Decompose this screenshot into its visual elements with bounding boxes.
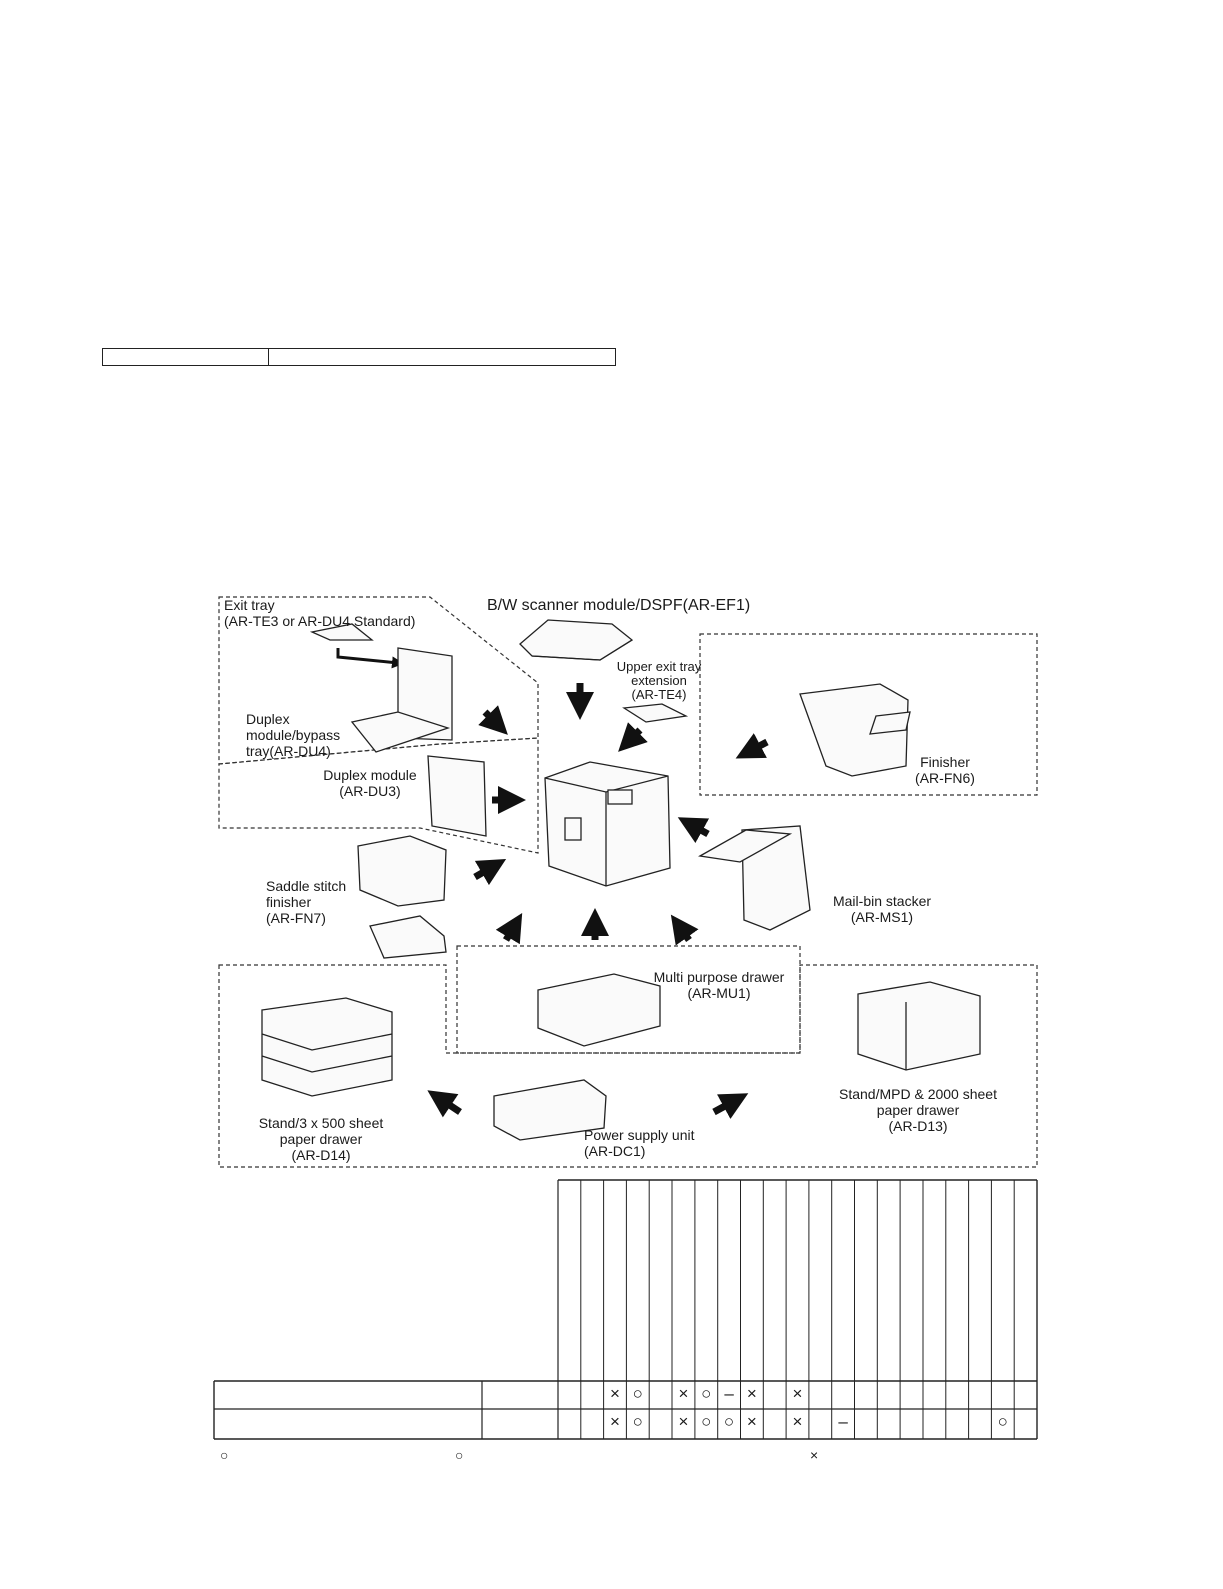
matrix-cell: × (678, 1384, 689, 1403)
region-finisher (699, 633, 1038, 796)
multi-drawer-sketch (537, 973, 661, 1047)
matrix-cell: × (610, 1412, 620, 1431)
arrow-finisher (735, 733, 769, 759)
region-bottom (218, 964, 1038, 1168)
matrix-cell: × (746, 1384, 757, 1403)
label-stand3: Stand/3 x 500 sheet paper drawer (AR-D14… (258, 1115, 384, 1163)
arrow-mailbin (677, 817, 710, 844)
arrow-duplex-bypass (478, 705, 508, 735)
upper-exit-tray-sketch (622, 703, 689, 723)
matrix-cell: × (746, 1412, 757, 1431)
matrix-cell: – (724, 1384, 734, 1403)
matrix-cell: × (792, 1384, 803, 1403)
header-table-divider (268, 349, 269, 365)
matrix-cell: ○ (632, 1384, 643, 1403)
matrix-cell: – (838, 1412, 848, 1431)
compat-matrix-grid (213, 1179, 1038, 1440)
arrow-drawer-left (495, 912, 523, 945)
header-table (102, 348, 616, 366)
label-stand-mpd: Stand/MPD & 2000 sheet paper drawer (AR-… (839, 1086, 997, 1134)
exit-tray-sketch (309, 623, 374, 641)
scanner-sketch (519, 619, 634, 661)
legend-symbol-2: ○ (455, 1447, 464, 1463)
matrix-cell: × (792, 1412, 803, 1431)
label-upper-exit-tray: Upper exit tray extension (AR-TE4) (616, 659, 702, 702)
matrix-cell: ○ (723, 1412, 735, 1431)
label-scanner: B/W scanner module/DSPF(AR-EF1) (487, 597, 751, 614)
main-printer-sketch (544, 761, 671, 887)
label-power-supply: Power supply unit (AR-DC1) (584, 1127, 695, 1159)
label-mailbin: Mail-bin stacker (AR-MS1) (832, 893, 932, 925)
saddle-stitch-sketch (357, 835, 447, 959)
label-saddle-stitch: Saddle stitch finisher (AR-FN7) (266, 878, 347, 926)
stand3-sketch (261, 997, 393, 1097)
label-duplex-module: Duplex module (AR-DU3) (323, 767, 417, 799)
arrow-stand3 (427, 1090, 462, 1118)
matrix-cell: ○ (632, 1412, 643, 1431)
arrow-drawer-right (670, 914, 699, 946)
duplex-bypass-sketch (350, 647, 453, 753)
label-multi-drawer: Multi purpose drawer (AR-MU1) (653, 969, 785, 1001)
stand-mpd-sketch (857, 981, 981, 1071)
matrix-cell: × (610, 1384, 620, 1403)
duplex-module-sketch (427, 755, 487, 837)
arrow-saddle (473, 858, 507, 886)
matrix-cell: × (678, 1412, 689, 1431)
finisher-sketch (799, 683, 911, 777)
arrow-upper-exit (618, 722, 648, 752)
arrow-exit-tray (336, 648, 404, 669)
label-duplex-bypass: Duplex module/bypass tray(AR-DU4) (246, 711, 341, 759)
matrix-cell: ○ (997, 1412, 1008, 1431)
matrix-cell: ○ (701, 1384, 712, 1403)
matrix-cell: ○ (701, 1412, 712, 1431)
power-supply-sketch (493, 1079, 607, 1141)
region-multi-drawer (456, 945, 801, 1054)
label-exit-tray: Exit tray (AR-TE3 or AR-DU4 Standard) (224, 597, 416, 629)
label-finisher: Finisher (AR-FN6) (915, 754, 975, 786)
arrow-stand-mpd (712, 1093, 749, 1119)
legend-symbol-3: × (810, 1447, 819, 1463)
mailbin-sketch (698, 825, 811, 931)
region-duplex-module (218, 737, 539, 854)
legend-symbol-1: ○ (220, 1447, 229, 1463)
